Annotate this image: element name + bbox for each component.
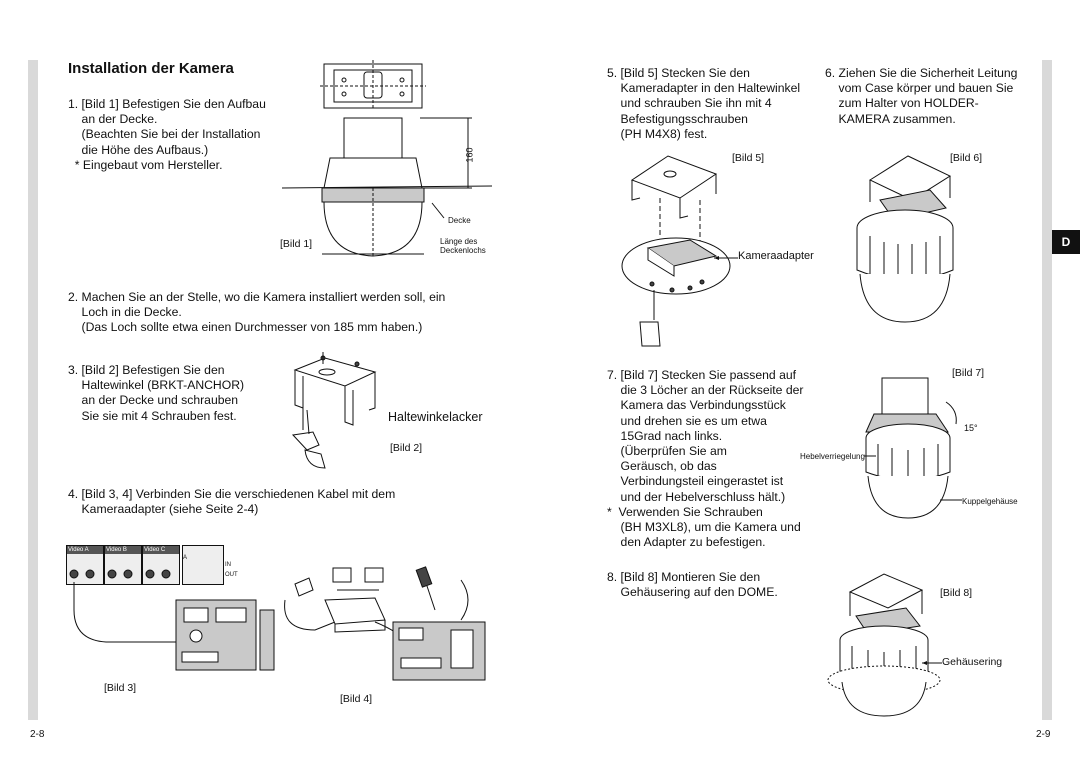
step-7-text-line: und der Hebelverschluss hält.): [607, 489, 786, 504]
step-5-text-line: Befestigungsschrauben: [607, 111, 748, 126]
figure-1-dimension: 160: [464, 147, 475, 163]
step-7-text-line: 15Grad nach links.: [607, 428, 723, 443]
step-6-text-line: KAMERA zusammen.: [825, 111, 956, 126]
step-7-text-line: Geräusch, ob das: [607, 459, 717, 474]
step-4-text-line: 4. [Bild 3, 4] Verbinden Sie die verschi…: [68, 487, 396, 501]
figure-3-connector-panels: Video A Video B Video C A IN OUT: [66, 545, 266, 595]
figure-8-dome-ring: [827, 573, 941, 717]
figure-7-angle: 15°: [964, 423, 978, 433]
figure-5-caption: [Bild 5]: [732, 152, 765, 164]
step-3-text-line: 3. [Bild 2] Befestigen Sie den: [68, 363, 225, 377]
step-3-text-line: Haltewinkel (BRKT-ANCHOR): [68, 378, 245, 393]
figure-7-caption: [Bild 7]: [952, 367, 985, 379]
figure-4-power-adapter: [284, 566, 486, 681]
step-5-text-line: und schrauben Sie ihn mit 4: [607, 96, 772, 111]
step-5-text-line: Kameradapter in den Haltewinkel: [607, 81, 801, 96]
video-b-panel: Video B: [104, 545, 142, 585]
figure-5-label: Kameraadapter: [738, 250, 814, 262]
step-4-text-line: Kameraadapter (siehe Seite 2-4): [68, 502, 259, 517]
step-1-text-line: * Eingebaut vom Hersteller.: [68, 157, 223, 172]
step-6-text-line: vom Case körper und bauen Sie: [825, 81, 1014, 96]
figure-7-label-hebel: Hebelverriegelung: [800, 452, 865, 461]
figure-2-label: Haltewinkelacker: [388, 410, 483, 424]
step-7-text-line: (Überprüfen Sie am: [607, 444, 727, 459]
step-1-text-line: die Höhe des Aufbaus.): [68, 142, 209, 157]
step-8-text: 8. [Bild 8] Montieren Sie den Gehäuserin…: [607, 570, 778, 600]
step-1-text-line: 1. [Bild 1] Befestigen Sie den Aufbau: [68, 97, 266, 111]
left-margin-bar: [28, 60, 38, 720]
step-8-text-line: 8. [Bild 8] Montieren Sie den: [607, 570, 761, 584]
step-7-text-line: 7. [Bild 7] Stecken Sie passend auf: [607, 368, 797, 382]
step-2-text-line: 2. Machen Sie an der Stelle, wo die Kame…: [68, 290, 446, 304]
step-2-text-line: (Das Loch sollte etwa einen Durchmesser …: [68, 320, 423, 335]
audio-a-label: A: [183, 555, 188, 561]
step-5-text: 5. [Bild 5] Stecken Sie den Kameradapter…: [607, 66, 800, 142]
step-7-text: 7. [Bild 7] Stecken Sie passend auf die …: [607, 368, 803, 550]
step-7-text-line: den Adapter zu befestigen.: [607, 535, 766, 550]
figure-6-caption: [Bild 6]: [950, 152, 983, 164]
figure-4-caption: [Bild 4]: [340, 693, 373, 705]
audio-in-label: IN: [225, 562, 231, 568]
step-7-text-line: Verbindungsteil eingerastet ist: [607, 474, 784, 489]
figure-6-holder-camera: [856, 155, 954, 323]
figure-2-bracket: [291, 352, 377, 469]
audio-panel: A IN OUT: [182, 545, 238, 585]
step-7-text-line: * Verwenden Sie Schrauben: [607, 504, 763, 519]
figure-1-label-laenge: Länge des Deckenlochs: [440, 237, 486, 255]
figure-7-leader-lines: [864, 455, 962, 501]
video-c-panel: Video C: [142, 545, 180, 585]
page-number-right: 2-9: [1036, 729, 1051, 740]
step-2-text-line: Loch in die Decke.: [68, 305, 182, 320]
page-number-left: 2-8: [30, 729, 45, 740]
step-7-text-line: die 3 Löcher an der Rückseite der: [607, 383, 804, 398]
step-1-text: 1. [Bild 1] Befestigen Sie den Aufbau an…: [68, 97, 266, 173]
figure-3-caption: [Bild 3]: [104, 682, 137, 694]
figure-8-caption: [Bild 8]: [940, 587, 973, 599]
figure-5-label-arrow: [714, 256, 738, 260]
step-8-text-line: Gehäusering auf den DOME.: [607, 585, 778, 600]
section-tab-d: D: [1052, 230, 1080, 254]
figure-8-label-arrow: [922, 661, 942, 665]
step-3-text: 3. [Bild 2] Befestigen Sie den Haltewink…: [68, 363, 244, 424]
figure-1-label-decke: Decke: [448, 216, 471, 225]
page-title: Installation der Kamera: [68, 60, 234, 77]
figure-5-adapter-mount: [621, 155, 731, 347]
video-b-label: Video B: [105, 546, 141, 554]
step-2-text: 2. Machen Sie an der Stelle, wo die Kame…: [68, 290, 445, 336]
figure-8-label: Gehäusering: [942, 656, 1003, 668]
step-1-text-line: (Beachten Sie bei der Installation: [68, 127, 261, 142]
figure-7-label-kuppel: Kuppelgehäuse: [962, 497, 1018, 506]
step-6-text: 6. Ziehen Sie die Sicherheit Leitung vom…: [825, 66, 1017, 127]
step-6-text-line: zum Halter von HOLDER-: [825, 96, 979, 111]
step-5-text-line: 5. [Bild 5] Stecken Sie den: [607, 66, 750, 80]
audio-out-label: OUT: [225, 572, 238, 578]
figure-1-ceiling-mount: [281, 60, 493, 258]
step-7-text-line: und drehen sie es um etwa: [607, 413, 767, 428]
video-c-label: Video C: [143, 546, 179, 554]
video-a-panel: Video A: [66, 545, 104, 585]
figure-7-camera-rotate: [865, 377, 957, 519]
figure-3-cable-adapter: [69, 569, 275, 671]
figure-2-caption: [Bild 2]: [390, 442, 423, 454]
video-a-label: Video A: [67, 546, 103, 554]
step-6-text-line: 6. Ziehen Sie die Sicherheit Leitung: [825, 66, 1018, 80]
step-7-text-line: (BH M3XL8), um die Kamera und: [607, 520, 801, 535]
step-7-text-line: Kamera das Verbindungsstück: [607, 398, 786, 413]
step-1-text-line: an der Decke.: [68, 112, 158, 127]
step-4-text: 4. [Bild 3, 4] Verbinden Sie die verschi…: [68, 487, 395, 517]
step-3-text-line: an der Decke und schrauben: [68, 393, 239, 408]
step-3-text-line: Sie sie mit 4 Schrauben fest.: [68, 408, 237, 423]
figure-1-caption: [Bild 1]: [280, 238, 313, 250]
right-margin-bar: [1042, 60, 1052, 720]
step-5-text-line: (PH M4X8) fest.: [607, 126, 708, 141]
